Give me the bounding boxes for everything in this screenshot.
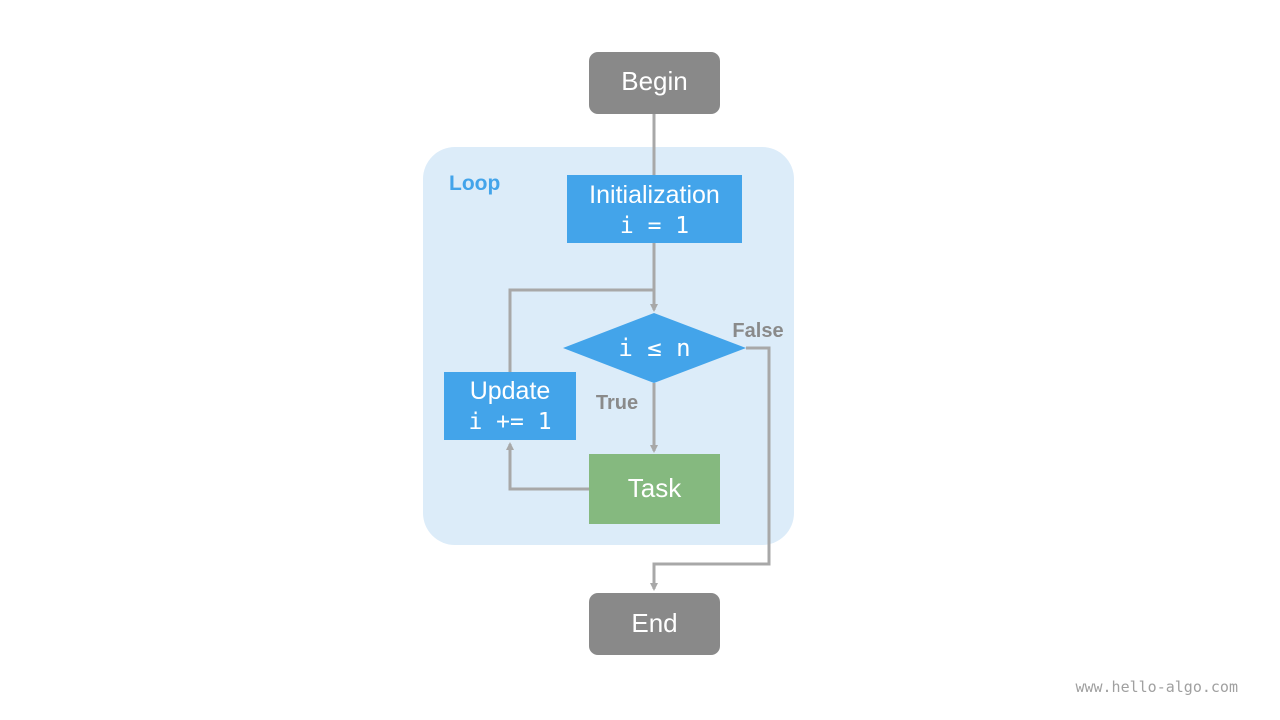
edge-label-false: False	[732, 320, 783, 342]
edge-update-to-condition	[508, 288, 654, 372]
condition-node	[563, 313, 746, 383]
begin-node	[589, 52, 720, 114]
task-label: Task	[628, 473, 682, 503]
init-node	[567, 175, 742, 243]
update-node	[444, 372, 576, 440]
watermark: www.hello-algo.com	[1075, 678, 1238, 696]
begin-label: Begin	[621, 66, 688, 96]
edge-task-to-update	[506, 442, 589, 491]
end-label: End	[631, 608, 677, 638]
update-label-line2: i += 1	[468, 409, 551, 435]
loop-group-label: Loop	[449, 172, 500, 195]
edge-condition-to-end	[650, 346, 771, 591]
init-label-line1: Initialization	[589, 181, 720, 209]
task-node	[589, 454, 720, 524]
update-label-line1: Update	[470, 377, 551, 405]
init-label-line2: i = 1	[620, 213, 689, 239]
end-node	[589, 593, 720, 655]
condition-label: i ≤ n	[618, 334, 690, 362]
edge-label-true: True	[596, 392, 638, 414]
edges	[506, 113, 771, 591]
